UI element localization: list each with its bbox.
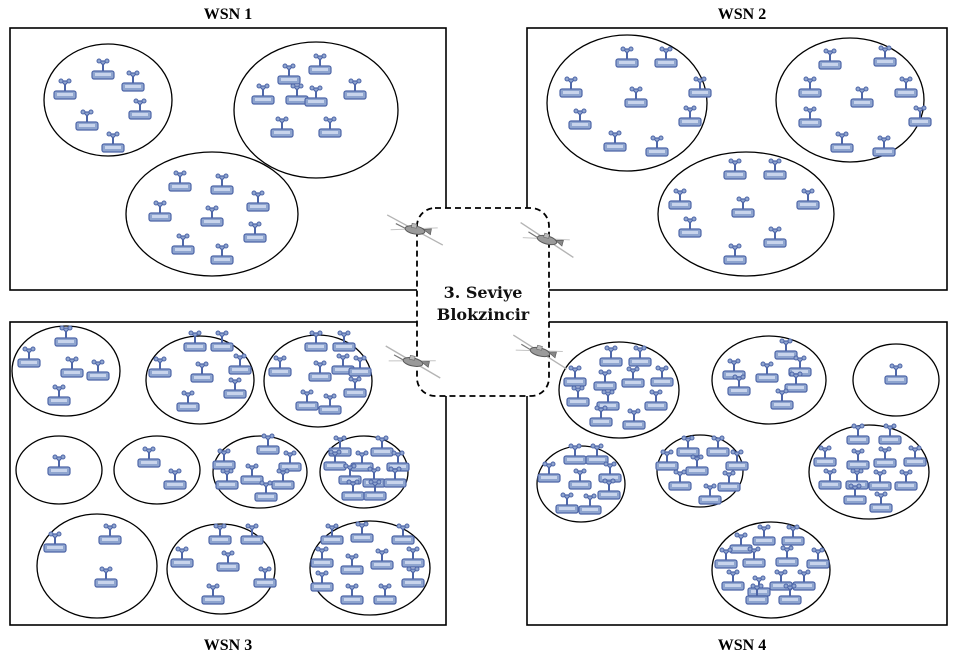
- blockchain-box: [416, 207, 550, 397]
- sensor-cluster: [212, 435, 308, 509]
- wsn3-title: WSN 3: [204, 637, 252, 654]
- blockchain-label-line1: 3. Seviye: [444, 283, 523, 302]
- sensor-cluster: [775, 37, 925, 163]
- sensor-cluster: [113, 435, 201, 505]
- sensor-cluster: [233, 41, 399, 179]
- sensor-cluster: [36, 513, 158, 619]
- wsn4-title: WSN 4: [718, 637, 766, 654]
- wsn1-title: WSN 1: [204, 6, 252, 23]
- sensor-cluster: [808, 424, 930, 520]
- wsn2-title: WSN 2: [718, 6, 766, 23]
- blockchain-label-line2: Blokzincir: [437, 305, 530, 324]
